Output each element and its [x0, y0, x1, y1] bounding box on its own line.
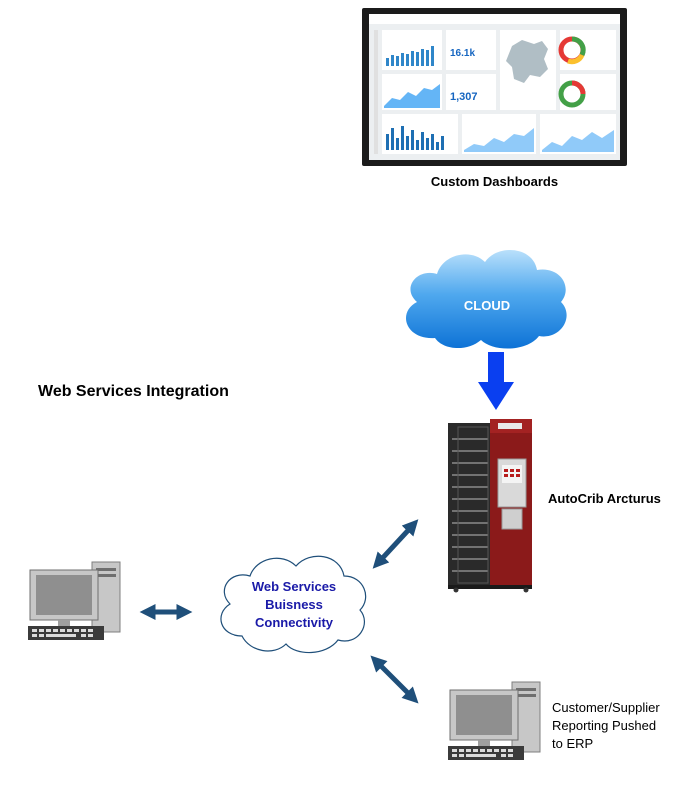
right-computer-icon	[448, 681, 541, 760]
dashboard-monitor: 16.1k 1,307	[362, 8, 627, 166]
arrow-hub-to-machine	[372, 519, 419, 569]
report-label-line2: Reporting Pushed	[552, 718, 657, 733]
hub-line-1: Web Services	[252, 579, 336, 594]
cloud-down-arrow	[478, 352, 514, 410]
hub-line-2: Buisness	[265, 597, 323, 612]
dashboard-caption: Custom Dashboards	[430, 174, 559, 189]
hub-line-3: Connectivity	[255, 615, 334, 630]
page-title: Web Services Integration	[38, 383, 229, 400]
dashboard-value-1: 16.1k	[450, 48, 475, 59]
hub-cloud: Web Services Buisness Connectivity	[220, 555, 367, 654]
cloud: CLOUD	[405, 250, 567, 349]
machine-label: AutoCrib Arcturus	[548, 491, 661, 506]
report-label-line3: to ERP	[552, 736, 594, 751]
autocrib-machine	[448, 419, 532, 593]
dashboard-value-2: 1,307	[450, 91, 478, 103]
left-computer-icon	[28, 561, 121, 640]
arrow-hub-to-erp-pc	[370, 655, 419, 704]
report-label-line1: Customer/Supplier	[552, 700, 660, 715]
cloud-label: CLOUD	[464, 298, 510, 313]
report-label: Customer/Supplier Reporting Pushed to ER…	[552, 699, 660, 753]
